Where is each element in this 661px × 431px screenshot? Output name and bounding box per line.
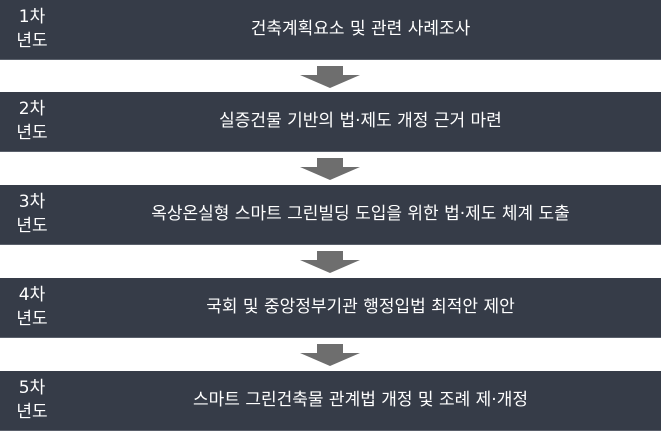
step-text: 국회 및 중앙정부기관 행정입법 최적안 제안: [206, 297, 515, 317]
year-unit: 년도: [16, 309, 48, 329]
down-arrow-icon: [300, 66, 360, 88]
step-text: 건축계획요소 및 관련 사례조사: [250, 19, 471, 39]
year-number: 1차: [18, 7, 46, 27]
year-number: 2차: [18, 99, 46, 119]
step-text: 옥상온실형 스마트 그린빌딩 도입을 위한 법·제도 체계 도출: [151, 204, 570, 224]
year-number: 5차: [18, 378, 46, 398]
year-unit: 년도: [16, 123, 48, 143]
year-unit: 년도: [16, 402, 48, 422]
down-arrow-icon: [300, 158, 360, 180]
year-unit: 년도: [16, 31, 48, 51]
year-number: 4차: [18, 285, 46, 305]
step-text: 실증건물 기반의 법·제도 개정 근거 마련: [219, 111, 502, 131]
year-number: 3차: [18, 192, 46, 212]
down-arrow-icon: [300, 251, 360, 273]
step-text: 스마트 그린건축물 관계법 개정 및 조례 제·개정: [193, 390, 528, 410]
year-unit: 년도: [16, 216, 48, 236]
down-arrow-icon: [300, 344, 360, 366]
